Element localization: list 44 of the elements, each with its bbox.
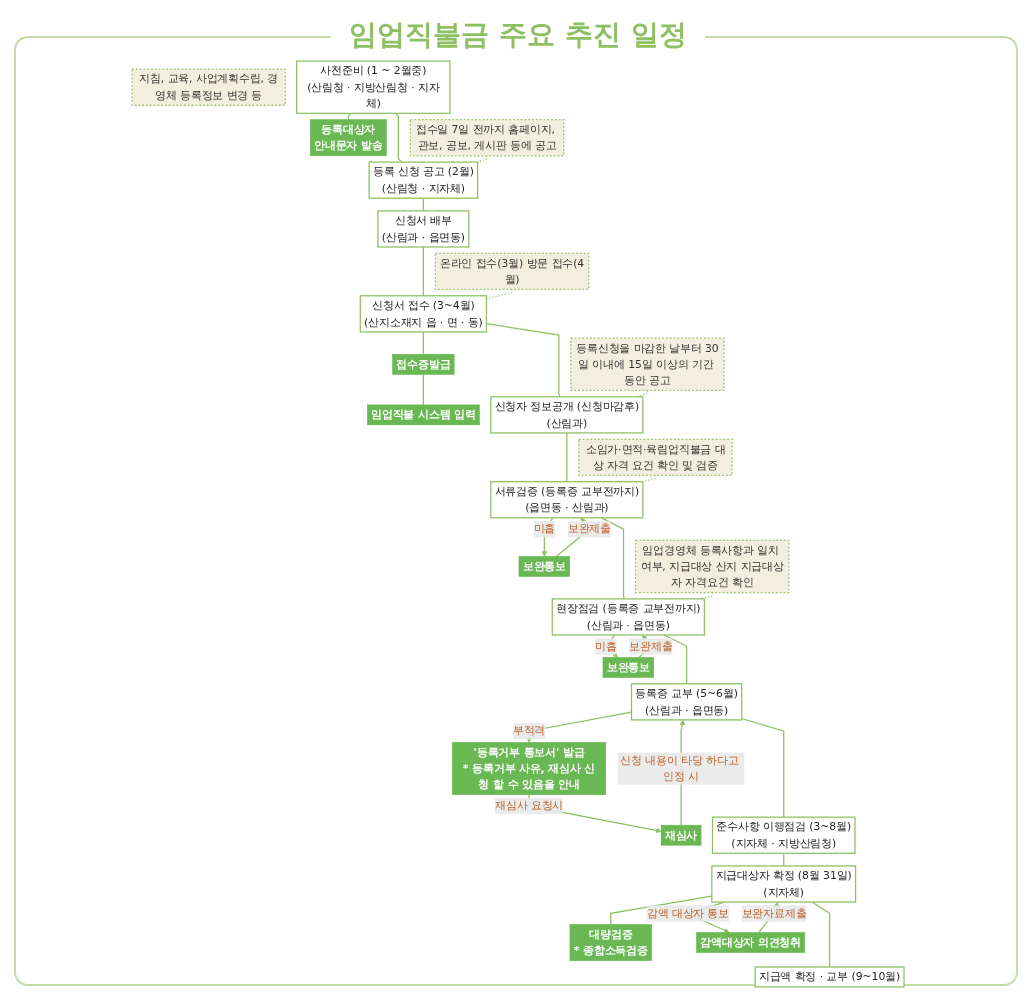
edge-label: 미흡 <box>595 639 617 653</box>
edge-label: 감액 대상자 통보 <box>646 906 730 920</box>
node-box: 지급액 확정 · 교부 (9~10월) <box>754 966 905 988</box>
connector <box>811 901 831 968</box>
connector <box>422 331 424 355</box>
connector <box>395 112 403 163</box>
node-box: '등록거부 통보서' 발급 * 등록거부 사유, 재심사 신청 할 수 있음을 안내 <box>452 742 607 795</box>
edge-label: 부적격 <box>512 724 546 738</box>
node-box: 등록증 교부 (5~6월) (산림과 · 읍면동) <box>630 683 743 721</box>
node-box: 등록신청을 마감한 날부터 30일 이내에 15일 이상의 기간 동안 공고 <box>570 337 725 392</box>
node-box: 보완통보 <box>518 556 570 577</box>
node-box: 임업경영체 등록사항과 일치 여부, 지급대상 산지 지급대상자 자격요건 확인 <box>634 539 790 594</box>
node-box: 임업직불 시스템 입력 <box>367 404 480 426</box>
edge-label: 보완자료제출 <box>741 906 807 920</box>
node-box: 지침, 교육, 사업계획수립, 경영체 등록정보 변경 등 <box>131 68 286 106</box>
node-box: 사전준비 (1 ~ 2월중) (산림청 · 지방산림청 · 지자체) <box>296 60 451 114</box>
node-box: 현장점검 (등록증 교부전까지) (산림과 · 읍면동) <box>551 598 705 636</box>
node-box: 대량검증 * 종합소득검증 <box>569 924 652 961</box>
node-box: 접수증발급 <box>392 354 455 375</box>
edge-label: 보완제출 <box>567 522 611 535</box>
node-box: 온라인 접수(3월) 방문 접수(4월) <box>434 252 590 291</box>
node-box: 보완통보 <box>602 657 654 678</box>
connector <box>422 246 424 297</box>
edge-label: 재심사 요청시 <box>495 799 564 812</box>
node-box: 준수사항 이행점검 (3~8월) (지자체 · 지방산림청) <box>711 816 856 854</box>
node-box: 신청서 접수 (3~4월) (산지소재지 읍 · 면 · 동) <box>359 295 488 333</box>
node-box: 등록대상자 안내문자 발송 <box>310 119 387 157</box>
edge-label: 신청 내용이 타당 하다고 인정 시 <box>620 753 739 783</box>
node-box: 지급대상자 확정 (8월 31일) (지자체) <box>711 865 857 903</box>
edge-label: 보완제출 <box>629 639 673 653</box>
node-box: 감액대상자 의견청취 <box>696 932 806 953</box>
node-box: 등록 신청 공고 (2월) (산림청 · 지자체) <box>368 161 479 199</box>
connector <box>476 155 488 163</box>
node-box: 신청서 배부 (산림과 · 읍면동) <box>377 210 470 248</box>
node-box: 신청자 정보공개 (신청마감후) (산림과) <box>490 396 644 434</box>
connector <box>601 517 625 600</box>
edge-label: 미흡 <box>533 522 556 535</box>
node-box: 재심사 <box>660 824 702 846</box>
node-box: 서류검증 (등록증 교부전까지) (읍면동 · 산림과) <box>490 481 644 519</box>
node-box: 접수일 7일 전까지 홈페이지, 관보, 공보, 게시판 등에 공고 <box>409 119 565 157</box>
connector <box>741 717 785 818</box>
connector <box>422 373 424 406</box>
node-box: 소임가·면적·육림업직불금 대상 자격 요건 확인 및 검증 <box>578 438 733 476</box>
connector <box>566 432 568 483</box>
